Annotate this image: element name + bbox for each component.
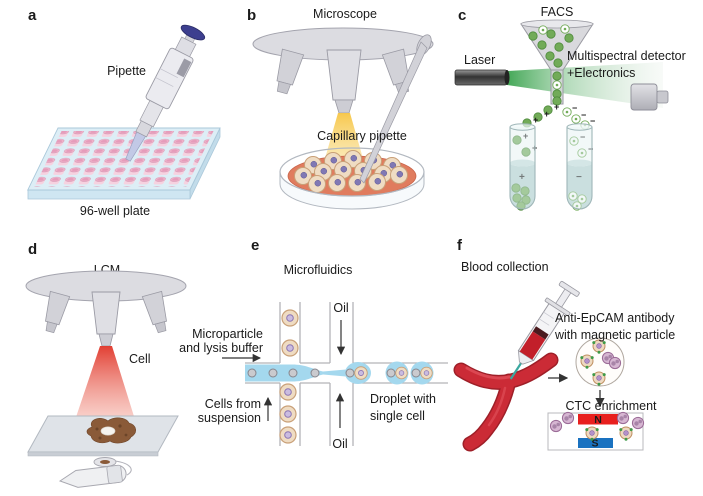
panel-e: e Microfluidics Mic [179,237,448,451]
pipette-label: Pipette [107,64,146,78]
cells-label-line2: suspension [198,411,261,425]
plunger-button [180,24,206,41]
capillary-pipette-icon [359,34,432,184]
sorted-tube-negative: − − − [566,123,593,211]
magnet-north-label: N [594,414,602,426]
laser-label: Laser [464,53,495,67]
microscope-icon [252,27,434,114]
well-plate-label: 96-well plate [80,204,150,218]
minus-sign: − [588,144,593,154]
laser-beam-red [73,346,137,426]
panel-b: b Microscope [247,7,434,210]
magnet-north-bar [578,414,618,425]
well-plate [27,127,221,200]
minus-sign: − [572,103,577,113]
panel-letter-a: a [28,7,37,24]
microparticle-label-line2: and lysis buffer [179,341,263,355]
panel-letter-b: b [247,7,256,24]
petri-dish [279,147,425,210]
detector-icon [630,83,669,111]
magnet-south-bar [578,438,613,448]
panel-letter-c: c [458,7,466,24]
cell-label: Cell [129,352,151,366]
panel-letter-e: e [251,237,259,254]
panel-c: c FACS Laser Multispectral detector +Ele… [454,5,686,211]
panel-letter-d: d [28,241,37,258]
detector-label-line2: +Electronics [567,66,635,80]
minus-sign: − [576,172,582,183]
sorted-droplet-stream-negative: − − − [562,103,595,130]
collection-tube-icon [58,464,127,488]
panel-f: f Blood collection [453,237,675,452]
antibody-label-line1: Anti-EpCAM antibody [555,311,675,325]
laser-beam [507,62,663,108]
plus-sign: + [523,131,528,141]
plus-sign: + [544,109,549,119]
facs-label: FACS [541,5,574,19]
sorted-droplet-stream-positive: + + + [522,102,559,128]
magnet-box: N S [547,411,645,451]
oil-bottom-label: Oil [332,437,347,451]
syringe-icon [509,280,580,380]
antibody-label-line2: with magnetic particle [554,328,675,342]
blood-vessel [453,352,559,452]
blood-collection-label: Blood collection [461,260,549,274]
plus-sign: + [533,115,538,125]
panel-a: a Pipette 96-well plate [27,7,221,218]
tissue-slide [27,415,179,457]
minus-sign: − [590,116,595,126]
cells-label-line1: Cells from [205,397,261,411]
plus-sign: + [519,172,525,183]
capillary-pipette-label: Capillary pipette [317,129,407,143]
plus-sign: + [554,102,559,112]
panel-letter-f: f [457,237,463,254]
sorted-tube-positive: + + + [509,123,537,211]
antibody-cell-cluster [575,337,625,387]
microscope-label: Microscope [313,7,377,21]
magnet-south-label: S [591,438,598,450]
oil-top-label: Oil [333,301,348,315]
panel-d: d LCM Cell [25,241,187,488]
droplet-label-line2: single cell [370,409,425,423]
tissue-sample [86,417,136,444]
pipette-icon [125,24,206,162]
microparticle-label-line1: Microparticle [192,327,263,341]
ctc-enrichment-label: CTC enrichment [566,399,658,413]
minus-sign: − [580,132,585,142]
facs-funnel [520,19,594,106]
microfluidics-label: Microfluidics [284,263,353,277]
laser-icon [454,69,510,86]
lcm-microscope-icon [25,270,187,347]
detector-label-line1: Multispectral detector [567,49,686,63]
minus-sign: − [581,110,586,120]
droplet-label-line1: Droplet with [370,392,436,406]
